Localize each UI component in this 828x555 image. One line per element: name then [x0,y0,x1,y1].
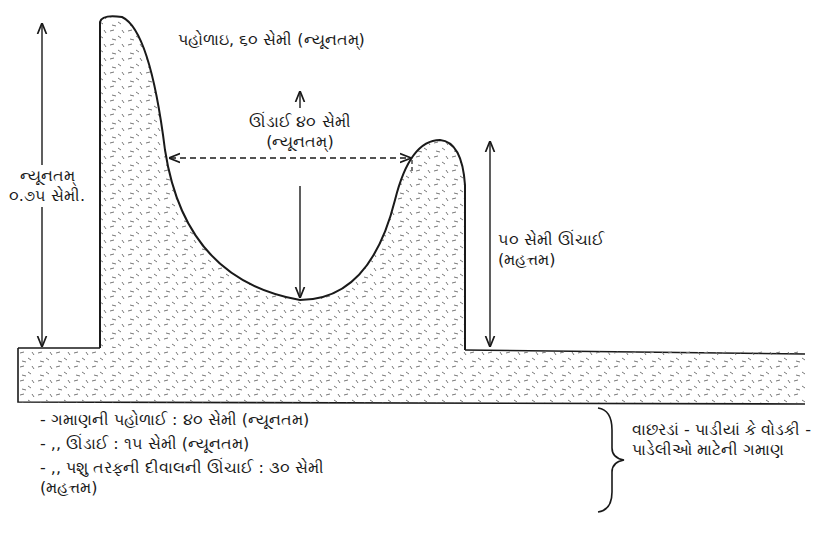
height-label: ન્યૂનતમ્ ૦.૭૫ સેમી. [4,165,90,207]
depth-label: ઊંડાઈ ૪૦ સેમી (ન્યૂનતમ્) [248,112,352,152]
depth-arrow-down [299,186,300,297]
note-line: - ,, પશુ તરફની દીવાલની ઊંચાઈ : ૩૦ સેમી (… [40,458,370,498]
brace [598,408,624,512]
width-dimension [170,157,410,158]
note-line: - ગમાણની પહોળાઈ : ૪૦ સેમી (ન્યૂનતમ) [40,410,580,430]
depth-arrow-up [299,92,300,108]
floor-slab-outline [18,348,805,404]
brace-note: વાછરડાં - પાડીયાં કે વોડકી - પાડેલીઓ માટ… [632,420,812,460]
width-extension [411,160,412,172]
note-line: - ,, ઊંડાઈ : ૧૫ સેમી (ન્યૂનતમ) [40,434,580,454]
wall-height-dimension [489,142,490,346]
width-label: પહોળાઇ, ૬૦ સેમી (ન્યૂનતમ્) [178,30,478,50]
wall-height-label: ૫૦ સેમી ઊંચાઈ (મહત્તમ) [498,230,618,270]
floor-slab-fill [19,349,805,403]
manger-section [100,16,465,350]
